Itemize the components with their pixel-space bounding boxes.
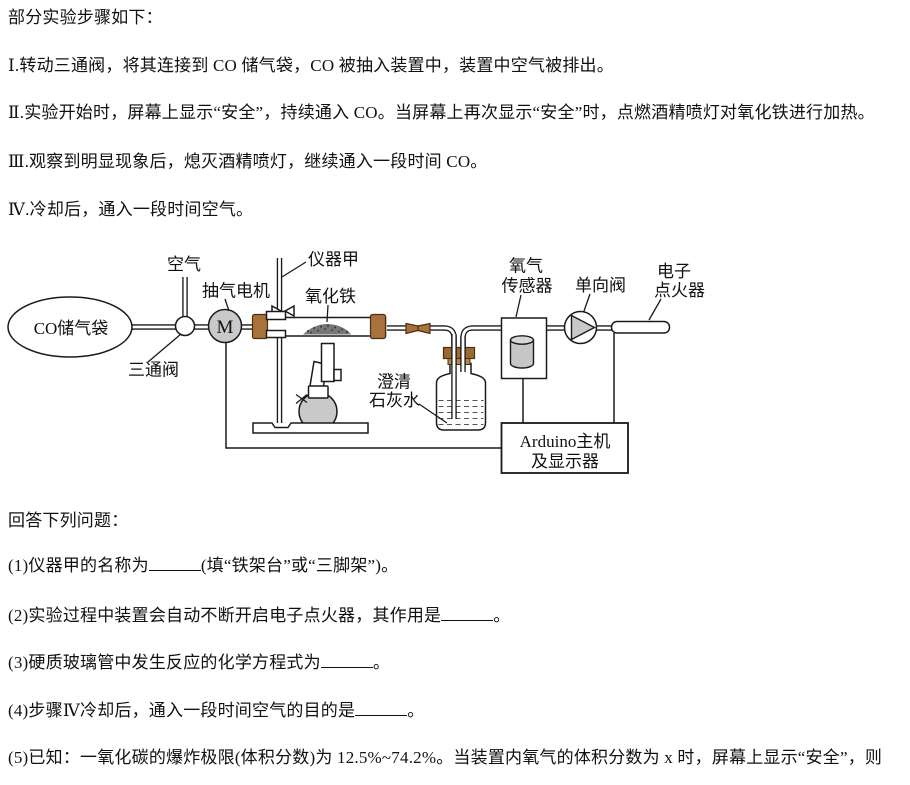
oxygen-sensor-label-line2: 传感器 — [502, 277, 553, 296]
arduino-box: Arduino主机 及显示器 — [500, 422, 629, 474]
one-way-valve-label: 单向阀 — [575, 276, 626, 295]
oxygen-sensor-label-line1: 氧气 — [509, 257, 543, 276]
motor-wire — [225, 342, 502, 449]
alcohol-blast-lamp — [295, 342, 342, 432]
igniter-label-line2: 点火器 — [654, 281, 705, 300]
question-2-blank — [441, 605, 494, 621]
question-1-pre: (1)仪器甲的名称为 — [8, 556, 149, 575]
question-1-blank — [148, 555, 201, 571]
stand-base — [252, 422, 369, 434]
question-2-post: 。 — [493, 606, 511, 625]
lamp-nozzle — [320, 342, 335, 383]
sensor-cylinder — [509, 340, 535, 369]
arduino-label-line2: 及显示器 — [531, 452, 599, 471]
question-4-pre: (4)步骤Ⅳ冷却后，通入一段时间空气的目的是 — [8, 701, 356, 720]
igniter-label-line1: 电子 — [657, 262, 691, 281]
question-4-post: 。 — [407, 701, 425, 720]
question-1: (1)仪器甲的名称为 (填“铁架台”或“三脚架”)。 — [8, 555, 398, 576]
pump-motor: M — [207, 308, 243, 344]
lamp-collar — [307, 385, 329, 399]
stand-clamp — [265, 304, 295, 339]
lamp-knob — [333, 368, 342, 382]
electronic-igniter — [610, 320, 671, 334]
iron-oxide-speckles — [307, 325, 348, 334]
question-3-blank — [320, 652, 373, 668]
intro-text: 部分实验步骤如下： — [8, 8, 163, 27]
right-stopper — [369, 313, 387, 340]
step-4-text: Ⅳ.冷却后，通入一段时间空气。 — [8, 200, 254, 219]
bottle-cap — [442, 346, 476, 360]
glass-tube — [251, 304, 387, 340]
limewater-label-line1: 澄清 — [377, 373, 411, 392]
question-5-pre: (5)已知：一氧化碳的爆炸极限(体积分数)为 12.5%~74.2%。当装置内氧… — [8, 748, 883, 767]
co-bag-label: CO储气袋 — [34, 319, 109, 338]
instrument-a-label: 仪器甲 — [308, 250, 359, 269]
question-3-pre: (3)硬质玻璃管中发生反应的化学方程式为 — [8, 653, 321, 672]
question-4: (4)步骤Ⅳ冷却后，通入一段时间空气的目的是 。 — [8, 700, 424, 721]
step-2-text: Ⅱ.实验开始时，屏幕上显示“安全”，持续通入 CO。当屏幕上再次显示“安全”时，… — [8, 103, 875, 122]
label-leader-lines — [147, 261, 662, 424]
motor-m-label: M — [217, 317, 234, 338]
gas-tubing — [132, 277, 613, 419]
gas-washing-bottle — [435, 334, 487, 431]
question-3-post: 。 — [372, 653, 391, 672]
oxygen-sensor — [500, 317, 548, 380]
valve-arrow — [570, 314, 597, 341]
arduino-label-line1: Arduino主机 — [520, 432, 611, 451]
step-3-text: Ⅲ.观察到明显现象后，熄灭酒精喷灯，继续通入一段时间 CO。 — [8, 152, 488, 171]
left-stopper — [251, 313, 269, 340]
tube-connector — [405, 322, 431, 335]
lamp-spout — [295, 393, 308, 405]
pump-motor-label: 抽气电机 — [202, 282, 270, 301]
question-3: (3)硬质玻璃管中发生反应的化学方程式为 。 — [8, 652, 390, 673]
air-label: 空气 — [167, 255, 201, 274]
answer-prompt: 回答下列问题： — [8, 511, 129, 530]
question-5: (5)已知：一氧化碳的爆炸极限(体积分数)为 12.5%~74.2%。当装置内氧… — [8, 748, 882, 768]
question-1-post: (填“铁架台”或“三脚架”)。 — [200, 556, 399, 575]
question-2-pre: (2)实验过程中装置会自动不断开启电子点火器，其作用是 — [8, 606, 442, 625]
co-gas-bag: CO储气袋 — [7, 296, 133, 358]
iron-oxide-label: 氧化铁 — [305, 287, 356, 306]
question-2: (2)实验过程中装置会自动不断开启电子点火器，其作用是 。 — [8, 605, 510, 626]
three-way-valve — [174, 315, 196, 337]
question-4-blank — [355, 700, 408, 716]
step-1-text: Ⅰ.转动三通阀，将其连接到 CO 储气袋，CO 被抽入装置中，装置中空气被排出。 — [8, 56, 614, 75]
limewater-label-line2: 石灰水 — [369, 391, 420, 410]
three-way-valve-label: 三通阀 — [128, 361, 179, 380]
one-way-valve — [563, 310, 598, 345]
